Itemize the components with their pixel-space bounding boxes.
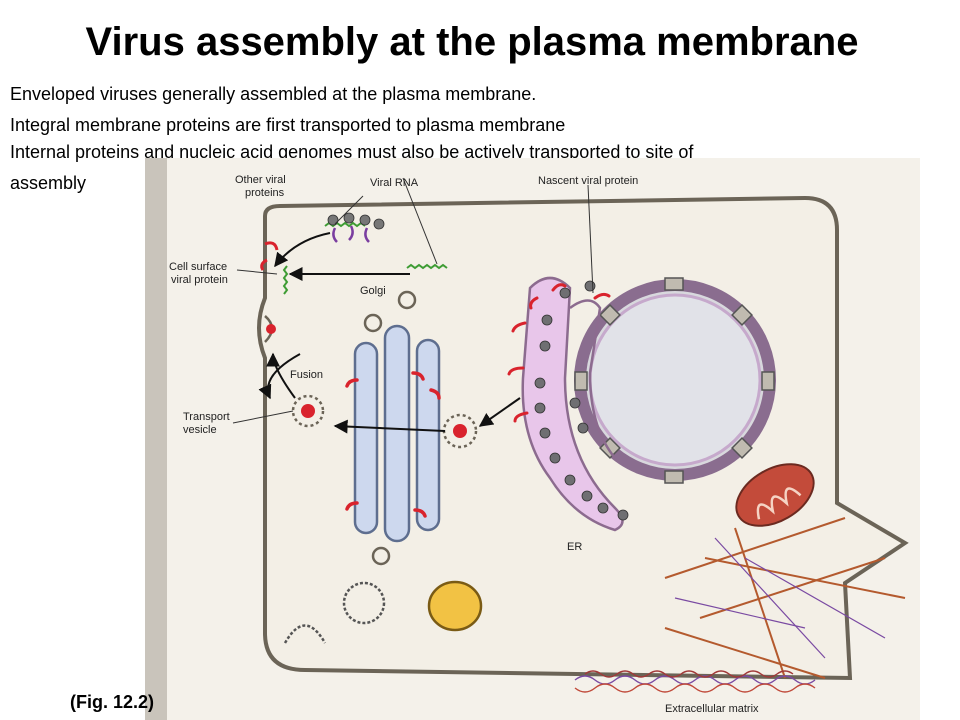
ribosomes	[534, 280, 629, 521]
coated-vesicle	[342, 581, 386, 625]
label-pointers	[232, 177, 594, 424]
body-line-4: assembly	[10, 173, 87, 193]
golgi-vesicles	[363, 290, 417, 566]
nuclear-pores	[574, 277, 775, 484]
page-gutter	[145, 158, 167, 720]
transport-vesicle-right	[442, 413, 478, 449]
body-line-3: Internal proteins and nucleic acid genom…	[10, 142, 694, 162]
body-line-1: Enveloped viruses generally assembled at…	[10, 84, 537, 104]
endocytic-pit	[283, 624, 327, 644]
golgi	[353, 324, 441, 543]
figure-caption: (Fig. 12.2)	[70, 692, 155, 712]
budding-virions	[260, 241, 279, 343]
lysosome	[427, 580, 483, 632]
label-fusion: Fusion	[290, 369, 323, 381]
label-viral-rna: Viral RNA	[370, 177, 419, 189]
slide-title: Virus assembly at the plasma membrane	[85, 20, 859, 64]
label-golgi: Golgi	[360, 285, 386, 297]
body-line-2: Integral membrane proteins are first tra…	[10, 115, 566, 135]
other-viral-proteins	[327, 212, 385, 243]
label-er: ER	[567, 541, 582, 553]
label-other-viral-proteins-1: Other viral	[235, 174, 286, 186]
label-transport-vesicle-2: vesicle	[183, 424, 217, 436]
actin-filaments	[674, 537, 886, 659]
label-nascent-viral-protein: Nascent viral protein	[538, 175, 638, 187]
pathway-arrows	[258, 232, 521, 434]
label-other-viral-proteins-2: proteins	[245, 187, 285, 199]
label-extracellular-matrix: Extracellular matrix	[665, 703, 759, 715]
cell-diagram: Other viral proteins Viral RNA Nascent v…	[145, 158, 920, 720]
label-cell-surface-2: viral protein	[171, 274, 228, 286]
transport-vesicle-left	[291, 394, 325, 428]
mitochondrion	[735, 463, 815, 527]
golgi-viral-proteins	[345, 371, 441, 518]
label-cell-surface-1: Cell surface	[169, 261, 227, 273]
cytoskeleton	[664, 517, 906, 679]
label-transport-vesicle-1: Transport	[183, 411, 230, 423]
extracellular-matrix-fibers	[574, 670, 816, 693]
nascent-viral-proteins-er	[507, 283, 611, 423]
endoplasmic-reticulum	[521, 276, 624, 532]
